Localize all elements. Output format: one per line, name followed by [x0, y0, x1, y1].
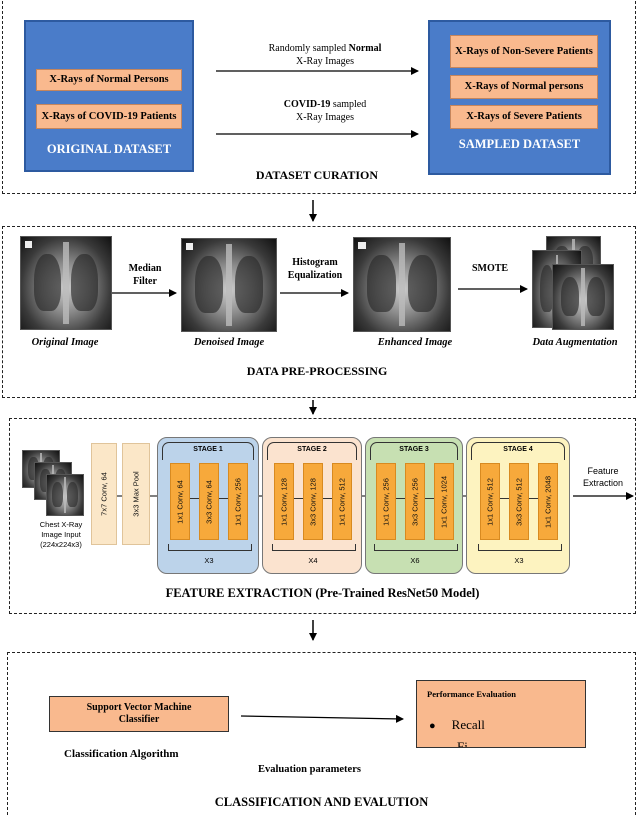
median-filter-label: Median Filter	[128, 263, 162, 287]
stage-3-inner-arrow-2	[425, 498, 434, 499]
stage-3-repeat: X6	[410, 556, 420, 565]
original-xray-image	[20, 236, 112, 330]
original-dataset-label: ORIGINAL DATASET	[46, 142, 172, 156]
stage-3-block: STAGE 3 1x1 Conv, 256 3x3 Conv, 256 1x1 Con…	[365, 437, 463, 574]
stage-1-conv-2: 3x3 Conv, 64	[199, 463, 219, 540]
stage-3-brace	[374, 544, 458, 551]
stage-2-conv-1: 1x1 Conv, 128	[274, 463, 294, 540]
classification-panel	[7, 652, 636, 815]
caption-augmentation: Data Augmentation	[532, 337, 618, 348]
stage-3-conv-1: 1x1 Conv, 256	[376, 463, 396, 540]
stage-1-block: STAGE 1 1x1 Conv, 64 3x3 Conv, 64 1x1 Conv,…	[157, 437, 259, 574]
stage-1-conv-3: 1x1 Conv, 256	[228, 463, 248, 540]
stage-2-title: STAGE 2	[267, 442, 357, 460]
stage-4-conv-3: 1x1 Conv, 2048	[538, 463, 558, 540]
stage-1-inner-arrow-1	[190, 498, 199, 499]
classification-title: CLASSIFICATION AND EVALUTION	[214, 795, 429, 809]
feature-extraction-panel	[9, 418, 636, 614]
stage-2-block: STAGE 2 1x1 Conv, 128 3x3 Conv, 128 1x1 Con…	[262, 437, 362, 574]
stage-4-inner-arrow-2	[529, 498, 538, 499]
stage-4-repeat: X3	[514, 556, 524, 565]
smote-label: SMOTE	[471, 263, 509, 274]
denoised-xray-image	[181, 238, 277, 332]
stage-1-conv-1: 1x1 Conv, 64	[170, 463, 190, 540]
dataset-curation-panel	[2, 0, 636, 194]
input-label: Chest X-Ray Image Input (224x224x3)	[39, 520, 83, 550]
caption-original: Original Image	[31, 337, 99, 348]
metric-truncated: Fi	[457, 739, 468, 748]
stage-3-conv-3: 1x1 Conv, 1024	[434, 463, 454, 540]
preprocessing-title: DATA PRE-PROCESSING	[246, 364, 388, 378]
dataset-curation-title: DATASET CURATION	[255, 168, 379, 182]
stage-4-conv-1: 1x1 Conv, 512	[480, 463, 500, 540]
stage-2-inner-arrow-2	[323, 498, 332, 499]
sampled-item-nonsevere: X-Rays of Non-Severe Patients	[450, 35, 598, 68]
preprocessing-panel	[2, 226, 636, 398]
caption-enhanced: Enhanced Image	[377, 337, 453, 348]
stage-1-inner-arrow-2	[219, 498, 228, 499]
stage-4-title: STAGE 4	[471, 442, 565, 460]
caption-denoised: Denoised Image	[193, 337, 265, 348]
original-dataset-box: X-Rays of Normal Persons X-Rays of COVID…	[24, 20, 194, 172]
stage-3-conv-2: 3x3 Conv, 256	[405, 463, 425, 540]
stage-2-brace	[272, 544, 356, 551]
evaluation-parameters-label: Evaluation parameters	[258, 764, 361, 775]
sampled-dataset-label: SAMPLED DATASET	[458, 137, 581, 151]
stage-3-title: STAGE 3	[370, 442, 458, 460]
original-item-covid: X-Rays of COVID-19 Patients	[36, 104, 182, 129]
maxpool-block: 3x3 Max Pool	[122, 443, 150, 545]
stage-2-conv-3: 1x1 Conv, 512	[332, 463, 352, 540]
performance-evaluation-box: Performance Evaluation ●Recall Fi	[416, 680, 586, 748]
stage-1-repeat: X3	[204, 556, 214, 565]
metric-recall: ●Recall	[429, 717, 485, 732]
sampled-item-severe: X-Rays of Severe Patients	[450, 105, 598, 129]
covid-sampling-label: COVID-19 sampled X-Ray Images	[283, 99, 367, 123]
input-xray-3	[46, 474, 84, 516]
stage-1-brace	[168, 544, 252, 551]
stage-1-title: STAGE 1	[162, 442, 254, 460]
stage-2-repeat: X4	[308, 556, 318, 565]
augmentation-image-stack	[532, 236, 614, 332]
performance-evaluation-title: Performance Evaluation	[427, 689, 516, 699]
stage-2-conv-2: 3x3 Conv, 128	[303, 463, 323, 540]
normal-sampling-label: Randomly sampled Normal X-Ray Images	[268, 43, 382, 67]
stage-4-inner-arrow-1	[500, 498, 509, 499]
stage-4-brace	[478, 544, 562, 551]
sampled-dataset-box: X-Rays of Non-Severe Patients X-Rays of …	[428, 20, 611, 175]
feature-extraction-output-label: Feature Extraction	[582, 466, 624, 488]
original-item-normal: X-Rays of Normal Persons	[36, 69, 182, 91]
histogram-equalization-label: Histogram Equalization	[287, 257, 343, 281]
input-xray-stack	[22, 450, 84, 516]
stage-3-inner-arrow-1	[396, 498, 405, 499]
stage-2-inner-arrow-1	[294, 498, 303, 499]
augmented-xray-3	[552, 264, 614, 330]
classification-algorithm-label: Classification Algorithm	[64, 748, 179, 760]
stage-4-block: STAGE 4 1x1 Conv, 512 3x3 Conv, 512 1x1 Con…	[466, 437, 570, 574]
conv7-block: 7x7 Conv, 64	[91, 443, 117, 545]
enhanced-xray-image	[353, 237, 451, 332]
stage-4-conv-2: 3x3 Conv, 512	[509, 463, 529, 540]
feature-extraction-title: FEATURE EXTRACTION (Pre-Trained ResNet50…	[165, 586, 480, 600]
sampled-item-normal: X-Rays of Normal persons	[450, 75, 598, 99]
